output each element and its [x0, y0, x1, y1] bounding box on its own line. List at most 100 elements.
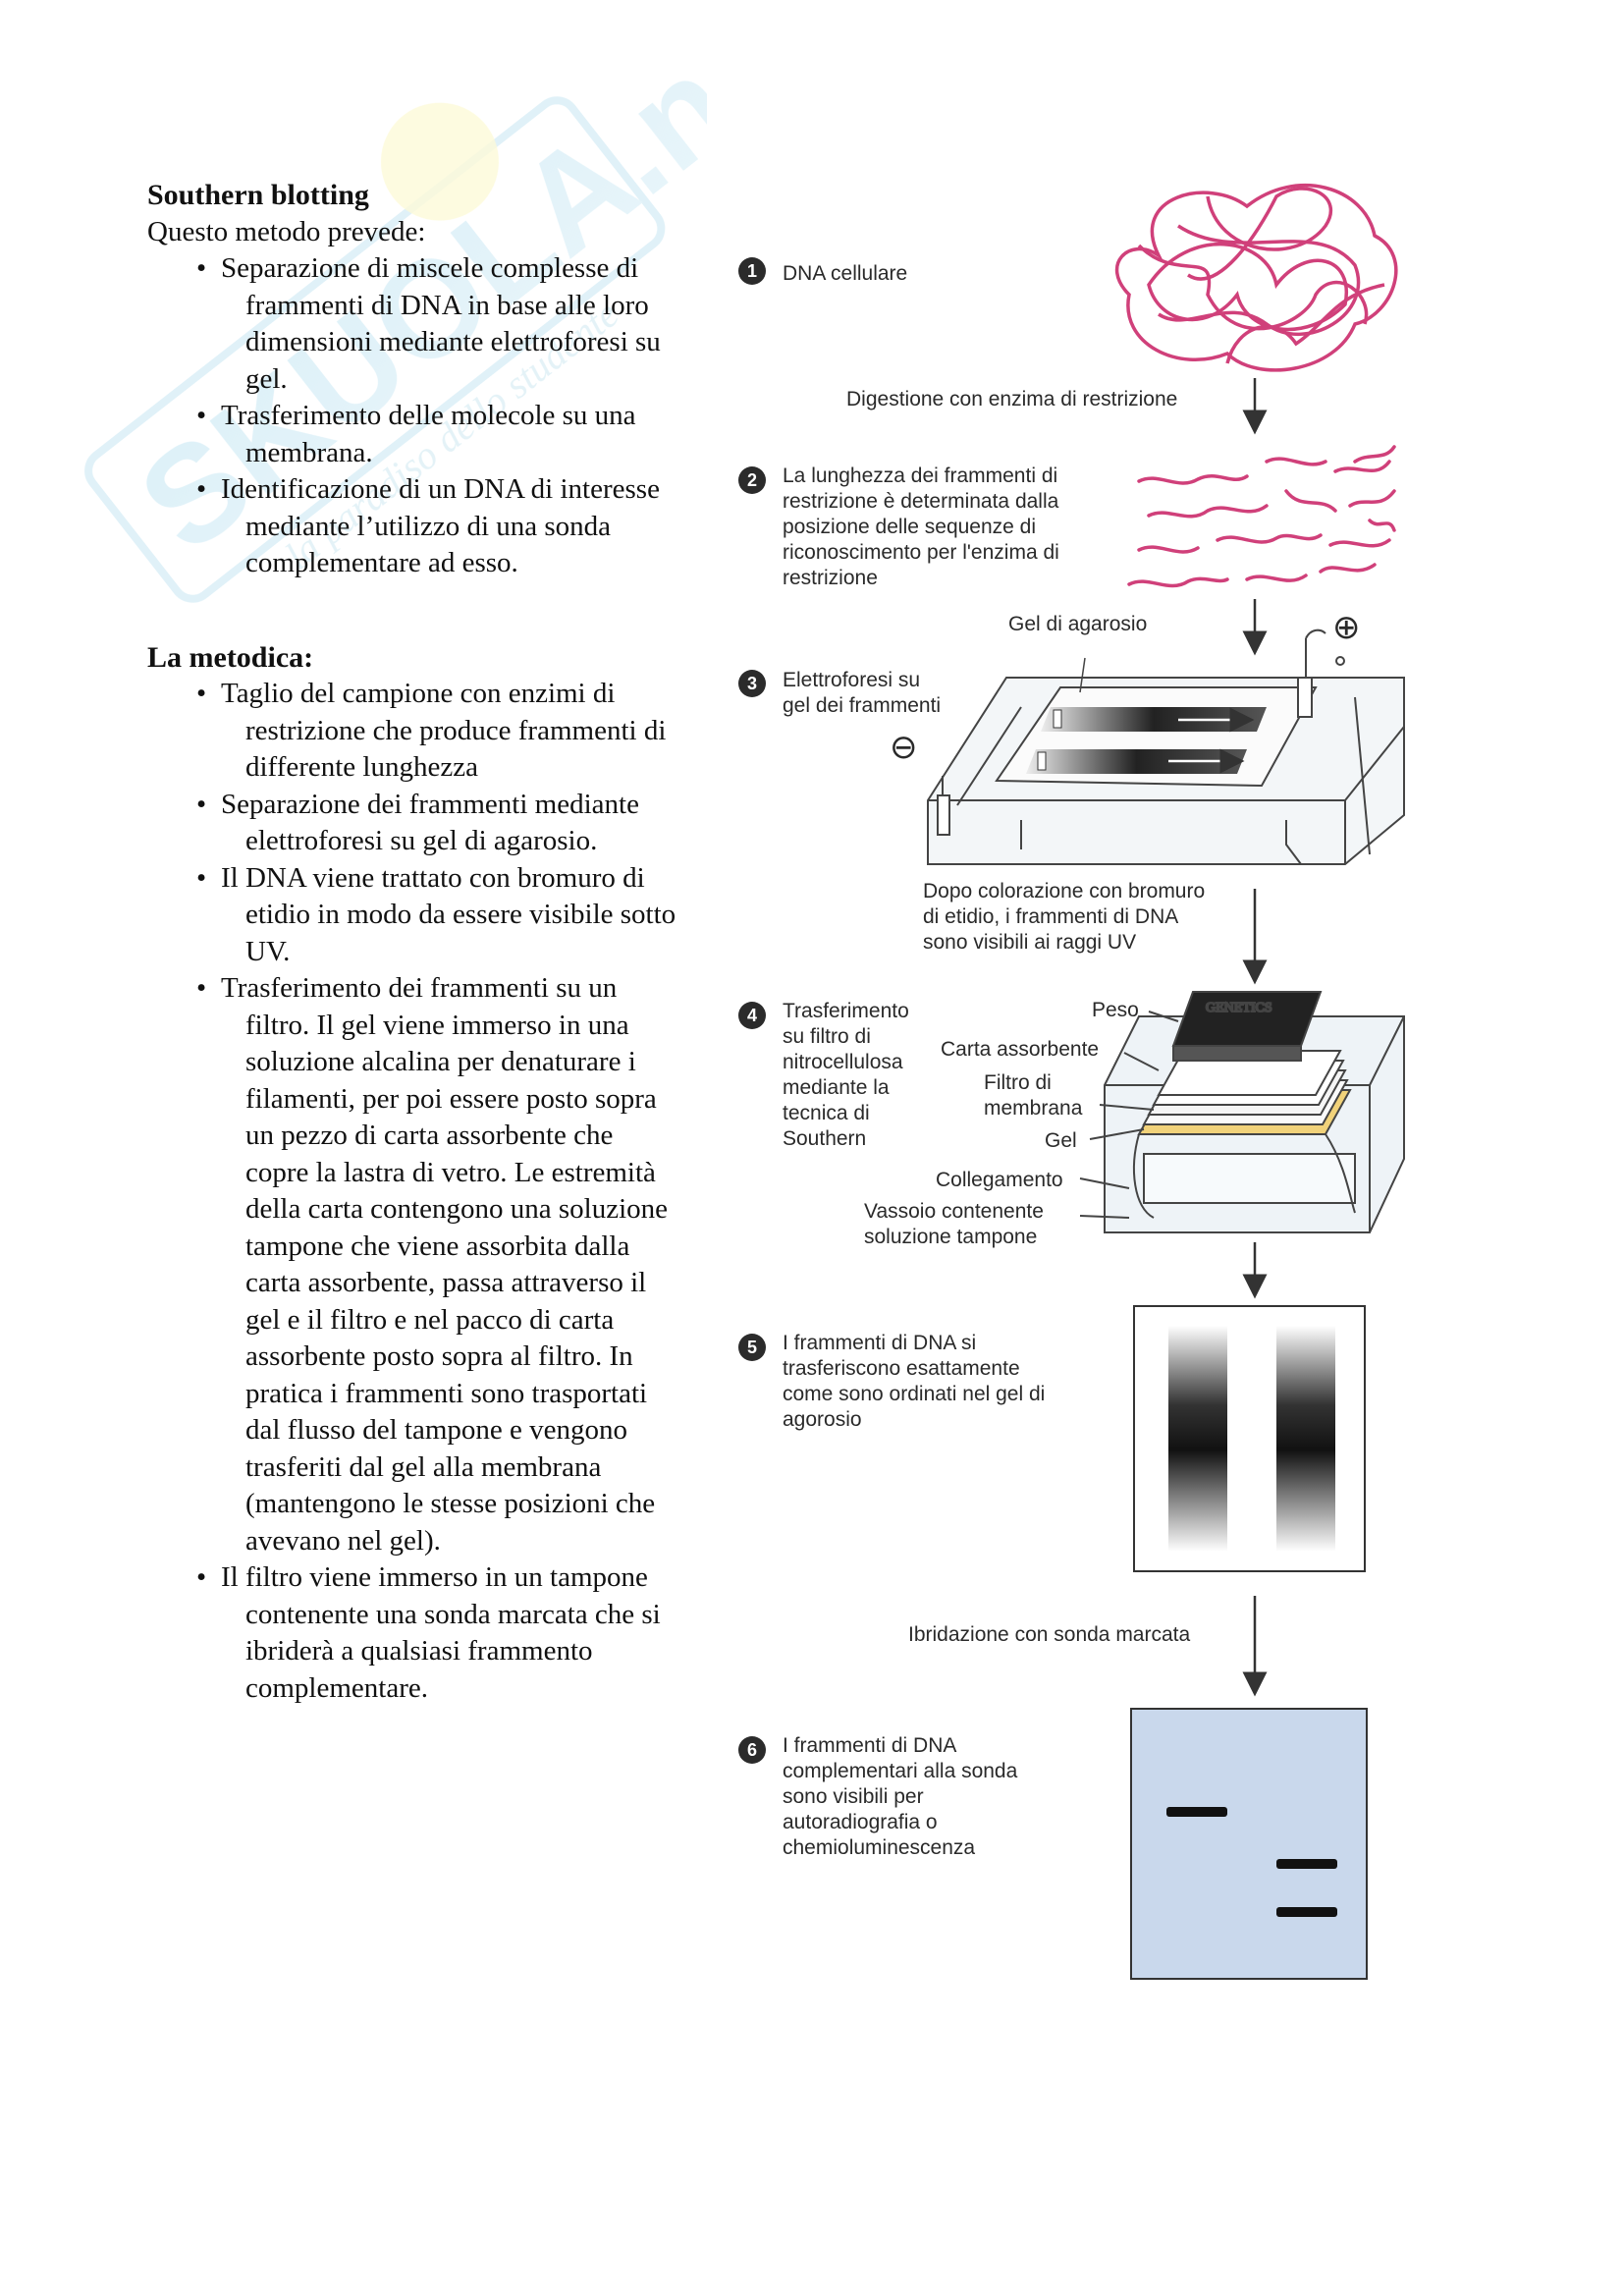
- step-5-badge: 5: [738, 1334, 766, 1361]
- step-6-caption: I frammenti di DNA complementari alla so…: [783, 1733, 1017, 1861]
- bullet-line: complementare ad esso.: [245, 547, 518, 578]
- step-3-caption: Elettroforesi su gel dei frammenti: [783, 668, 941, 719]
- bullet-line: filtro. Il gel viene immerso in una: [245, 1009, 629, 1041]
- bullet-item: Separazione dei frammenti mediante elettr…: [196, 787, 727, 860]
- bullet-line: filamenti, per poi essere posto sopra: [245, 1082, 657, 1115]
- caption-line: I frammenti di DNA: [783, 1734, 957, 1757]
- bullet-line: Separazione di miscele complesse di: [221, 252, 639, 284]
- bullet-line: tampone che viene assorbita dalla: [245, 1230, 630, 1262]
- bullet-line: contenente una sonda marcata che si: [245, 1598, 661, 1630]
- caption-line: soluzione tampone: [864, 1226, 1038, 1248]
- bullet-line: complementare.: [245, 1671, 428, 1704]
- membrane-filter-label: Filtro di membrana: [984, 1070, 1082, 1121]
- electrophoresis-tank: [927, 629, 1405, 865]
- bullet-line: Separazione dei frammenti mediante: [221, 788, 639, 820]
- bullet-line: pratica i frammenti sono trasportati: [245, 1377, 648, 1409]
- bullet-item: Taglio del campione con enzimi di restriz…: [196, 676, 727, 787]
- staining-label: Dopo colorazione con bromuro di etidio, …: [923, 879, 1205, 956]
- buffer-tray-label: Vassoio contenente soluzione tampone: [864, 1199, 1044, 1250]
- plus-electrode-icon: ⊕: [1332, 609, 1361, 646]
- hybridization-label: Ibridazione con sonda marcata: [908, 1623, 1191, 1646]
- bullet-line: Trasferimento delle molecole su una: [221, 400, 636, 431]
- caption-line: su filtro di: [783, 1025, 871, 1048]
- caption-line: I frammenti di DNA si: [783, 1332, 977, 1354]
- caption-line: tecnica di: [783, 1102, 870, 1124]
- method-bullet-list: Separazione di miscele complesse diframm…: [147, 250, 727, 582]
- bullet-line: gel.: [245, 362, 288, 395]
- bullet-line: avevano nel gel).: [245, 1524, 441, 1557]
- bullet-line: carta assorbente, passa attraverso il: [245, 1267, 647, 1298]
- text-column: Southern blotting Questo metodo prevede:…: [147, 177, 727, 1707]
- dna-fragments: [1127, 445, 1396, 588]
- step-3-badge: 3: [738, 670, 766, 697]
- caption-line: Dopo colorazione con bromuro: [923, 880, 1206, 902]
- caption-line: DNA cellulare: [783, 262, 908, 285]
- bullet-line: dimensioni mediante elettroforesi su: [245, 326, 661, 357]
- bullet-line: trasferiti dal gel alla membrana: [245, 1450, 602, 1483]
- weight-label: Peso: [1092, 999, 1139, 1021]
- bullet-line: (mantengono le stesse posizioni che: [245, 1488, 656, 1519]
- bullet-line: della carta contengono una soluzione: [245, 1193, 669, 1225]
- bullet-line: Il DNA viene trattato con bromuro di: [221, 861, 645, 894]
- bullet-line: mediante l’utilizzo di una sonda: [245, 510, 612, 542]
- gel-label: Gel: [1045, 1129, 1077, 1152]
- autoradiograph-panel: [1130, 1708, 1368, 1980]
- absorbent-paper-label: Carta assorbente: [941, 1038, 1100, 1061]
- step-2-caption: La lunghezza dei frammenti di restrizion…: [783, 464, 1059, 591]
- bullet-line: UV.: [245, 935, 291, 967]
- intro-text: Questo metodo prevede:: [147, 215, 426, 247]
- gel-lanes: [1026, 657, 1267, 774]
- bullet-line: un pezzo di carta assorbente che: [245, 1120, 614, 1151]
- caption-line: mediante la: [783, 1076, 890, 1099]
- caption-line: agorosio: [783, 1408, 862, 1431]
- bullet-line: dal flusso del tampone e vengono: [245, 1414, 627, 1446]
- minus-electrode-icon: ⊖: [890, 729, 918, 766]
- bullet-line: membrana.: [245, 436, 373, 468]
- dna-tangle: [1114, 183, 1398, 372]
- bullet-line: copre la lastra di vetro. Le estremità: [245, 1156, 656, 1188]
- bullet-item: Separazione di miscele complesse diframm…: [196, 250, 727, 398]
- caption-line: Southern: [783, 1127, 867, 1150]
- caption-line: Vassoio contenente: [864, 1200, 1044, 1223]
- bullet-line: Il filtro viene immerso in un tampone: [221, 1561, 648, 1593]
- caption-line: Elettroforesi su: [783, 669, 921, 691]
- blot-stack: GENETICS: [1079, 991, 1405, 1233]
- bullet-line: restrizione che produce frammenti di: [245, 714, 667, 746]
- step-1-badge: 1: [738, 257, 766, 285]
- caption-line: riconoscimento per l'enzima di: [783, 541, 1059, 564]
- caption-line: nitrocellulosa: [783, 1051, 903, 1073]
- caption-line: gel dei frammenti: [783, 694, 942, 717]
- caption-line: Filtro di: [984, 1071, 1052, 1094]
- caption-line: chemioluminescenza: [783, 1836, 976, 1859]
- bullet-line: soluzione alcalina per denaturare i: [245, 1046, 636, 1077]
- book-title: GENETICS: [1206, 1001, 1272, 1015]
- bullet-line: Trasferimento dei frammenti su un: [221, 972, 618, 1004]
- caption-line: sono visibili ai raggi UV: [923, 931, 1137, 954]
- procedure-bullet-list: Taglio del campione con enzimi di restriz…: [147, 676, 727, 1707]
- agarose-gel-label: Gel di agarosio: [1008, 613, 1148, 635]
- caption-line: posizione delle sequenze di: [783, 516, 1037, 538]
- digestion-label: Digestione con enzima di restrizione: [846, 388, 1178, 410]
- step-6-badge: 6: [738, 1736, 766, 1764]
- caption-line: restrizione è determinata dalla: [783, 490, 1059, 513]
- bullet-item: Trasferimento dei frammenti su un filtro.…: [196, 970, 727, 1559]
- caption-line: Trasferimento: [783, 1000, 909, 1022]
- caption-line: trasferiscono esattamente: [783, 1357, 1020, 1380]
- bullet-item: Trasferimento delle molecole su una membr…: [196, 398, 727, 471]
- step-4-caption: Trasferimento su filtro di nitrocellulos…: [783, 999, 909, 1152]
- step-2-badge: 2: [738, 466, 766, 494]
- step-5-caption: I frammenti di DNA si trasferiscono esat…: [783, 1331, 1045, 1433]
- membrane-transfer-panel: [1133, 1305, 1366, 1572]
- bullet-line: differente lunghezza: [245, 751, 478, 783]
- caption-line: La lunghezza dei frammenti di: [783, 465, 1058, 487]
- bullet-line: Taglio del campione con enzimi di: [221, 678, 616, 709]
- bullet-line: ibriderà a qualsiasi frammento: [245, 1635, 593, 1667]
- caption-line: di etidio, i frammenti di DNA: [923, 905, 1179, 928]
- bullet-line: Identificazione di un DNA di interesse: [221, 473, 660, 505]
- wick-label: Collegamento: [936, 1169, 1063, 1191]
- caption-line: autoradiografia o: [783, 1811, 938, 1833]
- page-title: Southern blotting: [147, 179, 369, 211]
- bullet-line: assorbente posto sopra al filtro. In: [245, 1340, 633, 1372]
- bullet-line: elettroforesi su gel di agarosio.: [245, 825, 598, 856]
